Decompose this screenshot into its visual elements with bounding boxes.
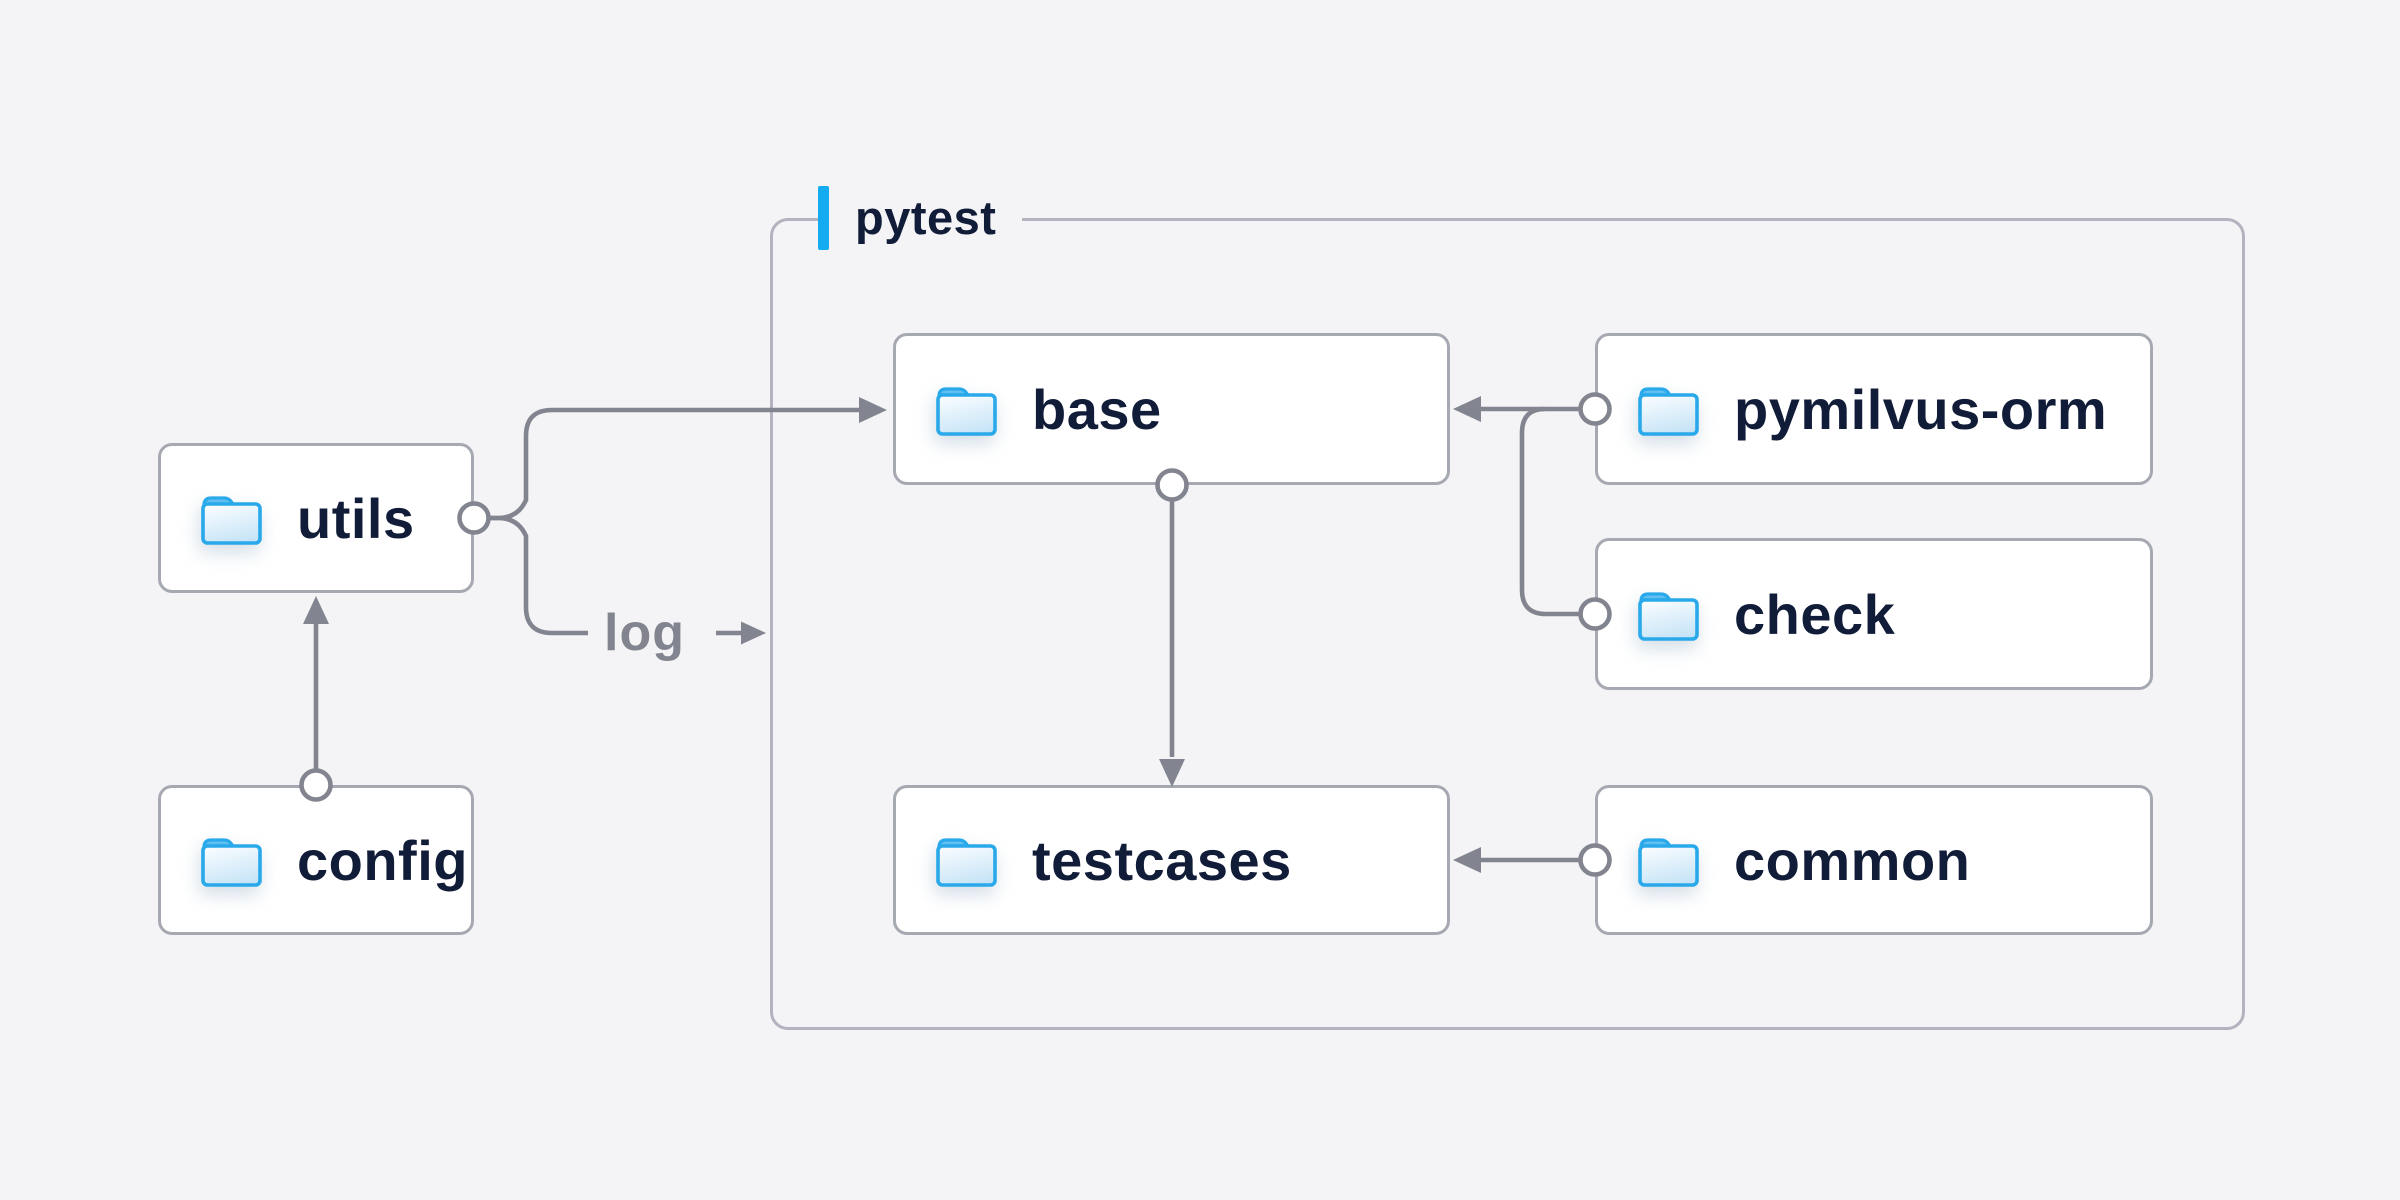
folder-icon xyxy=(1634,380,1702,438)
folder-icon xyxy=(197,831,265,889)
node-config-label: config xyxy=(297,828,468,892)
node-utils-label: utils xyxy=(297,486,415,550)
edge-utils-to-log xyxy=(488,515,588,636)
accent-bar-icon xyxy=(818,186,829,250)
arrowhead-right-log xyxy=(741,621,766,645)
pytest-group-label: pytest xyxy=(818,186,1023,250)
node-config: config xyxy=(158,785,474,935)
node-base-label: base xyxy=(1032,377,1162,441)
node-check: check xyxy=(1595,538,2153,690)
node-check-label: check xyxy=(1734,582,1896,646)
node-common-label: common xyxy=(1734,828,1971,892)
folder-icon xyxy=(932,380,1000,438)
folder-icon xyxy=(197,489,265,547)
node-testcases-label: testcases xyxy=(1032,828,1292,892)
node-utils: utils xyxy=(158,443,474,593)
node-pymilvus-orm: pymilvus-orm xyxy=(1595,333,2153,485)
pytest-group-container xyxy=(770,218,2245,1030)
log-edge-label: log xyxy=(604,604,685,662)
node-testcases: testcases xyxy=(893,785,1450,935)
folder-icon xyxy=(1634,831,1702,889)
node-common: common xyxy=(1595,785,2153,935)
folder-icon xyxy=(932,831,1000,889)
node-pymilvus-orm-label: pymilvus-orm xyxy=(1734,377,2108,441)
folder-icon xyxy=(1634,585,1702,643)
pytest-group-title: pytest xyxy=(855,191,997,244)
arrowhead-up-utils xyxy=(303,596,329,624)
node-base: base xyxy=(893,333,1450,485)
